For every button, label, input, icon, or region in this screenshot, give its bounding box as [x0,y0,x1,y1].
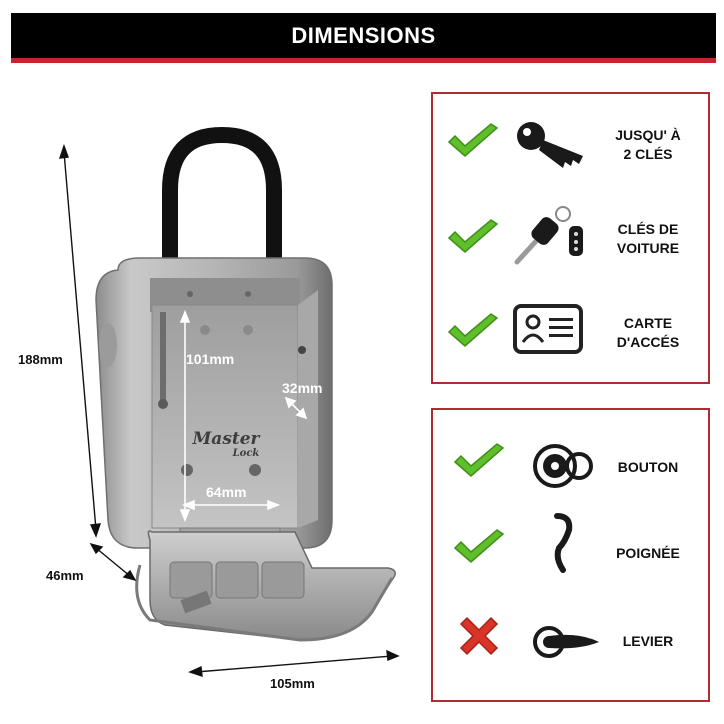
inner-dimension-lines [179,309,308,523]
feature-row-keys: JUSQU' À 2 CLÉS [433,102,708,182]
page-title: DIMENSIONS [291,22,436,48]
header-bar: DIMENSIONS [11,13,716,63]
check-icon [447,219,499,253]
id-card-icon [513,304,583,354]
features-panel: JUSQU' À 2 CLÉS CLÉS DE VOITURE [431,92,710,384]
mounting-label-handle: POIGNÉE [616,545,680,561]
door-handle-icon [554,513,573,573]
brand-lock: Lock [232,448,260,459]
dimension-inner-height: 101mm [186,351,235,367]
dimension-lines [58,143,400,678]
mounting-label-knob: BOUTON [617,459,679,475]
mounting-label-lever: LEVIER [622,633,674,649]
dimension-inner-depth: 32mm [282,380,323,396]
cross-icon [459,616,499,656]
lockbox-drawing: Master Lock [58,126,400,678]
check-icon [453,529,505,563]
feature-label-access-card: CARTE D'ACCÉS [616,315,680,350]
mounting-row-handle: POIGNÉE [433,510,708,590]
feature-label-keys: JUSQU' À 2 CLÉS [615,127,681,162]
door-knob-icon [533,444,593,488]
feature-row-access-card: CARTE D'ACCÉS [433,292,708,372]
key-icon [517,122,583,168]
brand-master: Master [191,429,260,449]
car-key-icon [514,206,583,265]
dimension-inner-width: 64mm [206,484,247,500]
mounting-panel: BOUTON POIGNÉE LEVIER [431,408,710,702]
check-icon [447,313,499,347]
dimension-height: 188mm [18,352,63,367]
mounting-row-knob: BOUTON [433,424,708,504]
feature-row-car-keys: CLÉS DE VOITURE [433,198,708,278]
shackle [162,126,282,288]
mounting-row-lever: LEVIER [433,600,708,680]
check-icon [447,123,499,157]
lever-handle-icon [533,626,599,658]
side-button [99,323,117,367]
feature-label-car-keys: CLÉS DE VOITURE [616,221,680,256]
lockbox-illustration: Master Lock [0,70,420,724]
dimension-depth: 46mm [46,568,84,583]
dimension-width: 105mm [270,676,315,691]
check-icon [453,443,505,477]
